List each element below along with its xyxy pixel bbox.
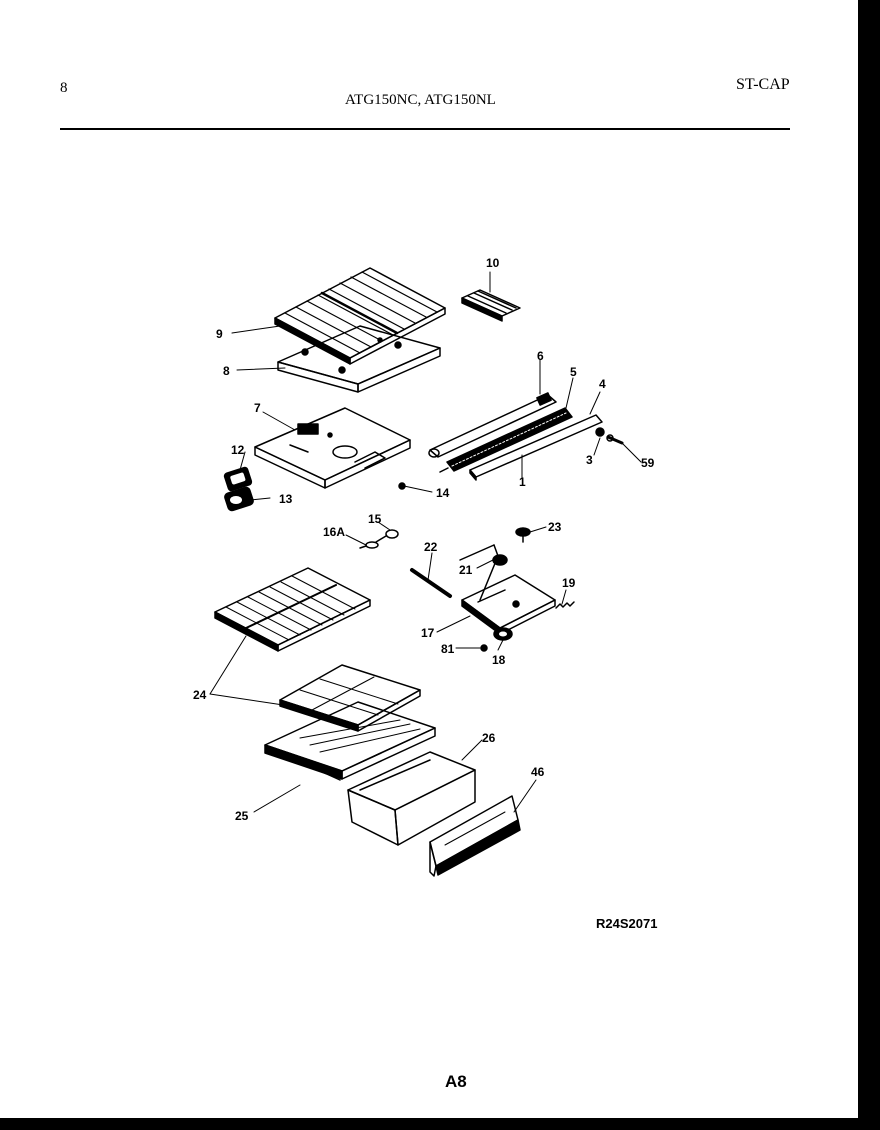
label-part-81: 81	[441, 642, 455, 656]
part-22-rod	[410, 568, 452, 598]
label-part-5: 5	[570, 365, 577, 379]
scan-edge-bottom	[0, 1118, 880, 1130]
page-number: 8	[60, 80, 68, 96]
label-part-9: 9	[216, 327, 223, 341]
label-part-59: 59	[641, 456, 655, 470]
part-24-shelf-upper	[214, 567, 371, 652]
label-part-23: 23	[548, 520, 562, 534]
part-24-shelf-lower	[279, 664, 421, 732]
label-part-8: 8	[223, 364, 230, 378]
label-part-46: 46	[531, 765, 545, 779]
part-9-freezer-shelf	[274, 267, 446, 365]
part-46-drawer-front	[429, 795, 521, 877]
part-59-clip	[606, 434, 624, 445]
label-part-16a: 16A	[323, 525, 345, 539]
model-title: ATG150NC, ATG150NL	[345, 92, 496, 108]
label-part-24: 24	[193, 688, 207, 702]
sheet-id: A8	[445, 1072, 467, 1091]
page-margin	[850, 0, 858, 1130]
leader-lines	[209, 271, 642, 813]
part-8-freezer-panel	[277, 325, 441, 393]
part-4-rod	[439, 414, 603, 478]
part-15-clip	[375, 529, 399, 543]
part-12-control-housing	[223, 466, 253, 492]
label-part-25: 25	[235, 809, 249, 823]
part-25-crisper-cover	[264, 701, 436, 781]
part-81-screw	[480, 644, 488, 652]
label-part-13: 13	[279, 492, 293, 506]
catalog-code: ST-CAP	[736, 76, 790, 93]
drawing-code: R24S2071	[596, 916, 658, 931]
label-part-3: 3	[586, 453, 593, 467]
label-part-10: 10	[486, 256, 500, 270]
label-part-4: 4	[599, 377, 606, 391]
part-10-grille	[461, 289, 521, 322]
label-part-6: 6	[537, 349, 544, 363]
part-13-control-knob	[224, 486, 254, 512]
part-19-spring	[555, 601, 575, 609]
part-5-rail	[446, 407, 573, 472]
label-part-18: 18	[492, 653, 506, 667]
label-part-22: 22	[424, 540, 438, 554]
label-part-12: 12	[231, 443, 245, 457]
label-part-21: 21	[459, 563, 473, 577]
label-part-26: 26	[482, 731, 496, 745]
part-17-damper-housing	[461, 555, 556, 635]
label-part-1: 1	[519, 475, 526, 489]
header-rule	[60, 128, 790, 130]
part-7-divider-cover	[254, 407, 411, 489]
part-21-sensor	[459, 544, 508, 566]
label-part-7: 7	[254, 401, 261, 415]
label-part-15: 15	[368, 512, 382, 526]
part-26-crisper-drawer	[347, 751, 476, 846]
label-part-14: 14	[436, 486, 450, 500]
label-part-19: 19	[562, 576, 576, 590]
part-18-gear	[493, 627, 513, 641]
part-3-screw	[595, 427, 605, 437]
label-part-17: 17	[421, 626, 435, 640]
part-1-rail	[469, 469, 477, 481]
part-23-knob	[515, 527, 531, 543]
scan-edge-right	[858, 0, 880, 1130]
part-6-rail	[428, 392, 557, 458]
